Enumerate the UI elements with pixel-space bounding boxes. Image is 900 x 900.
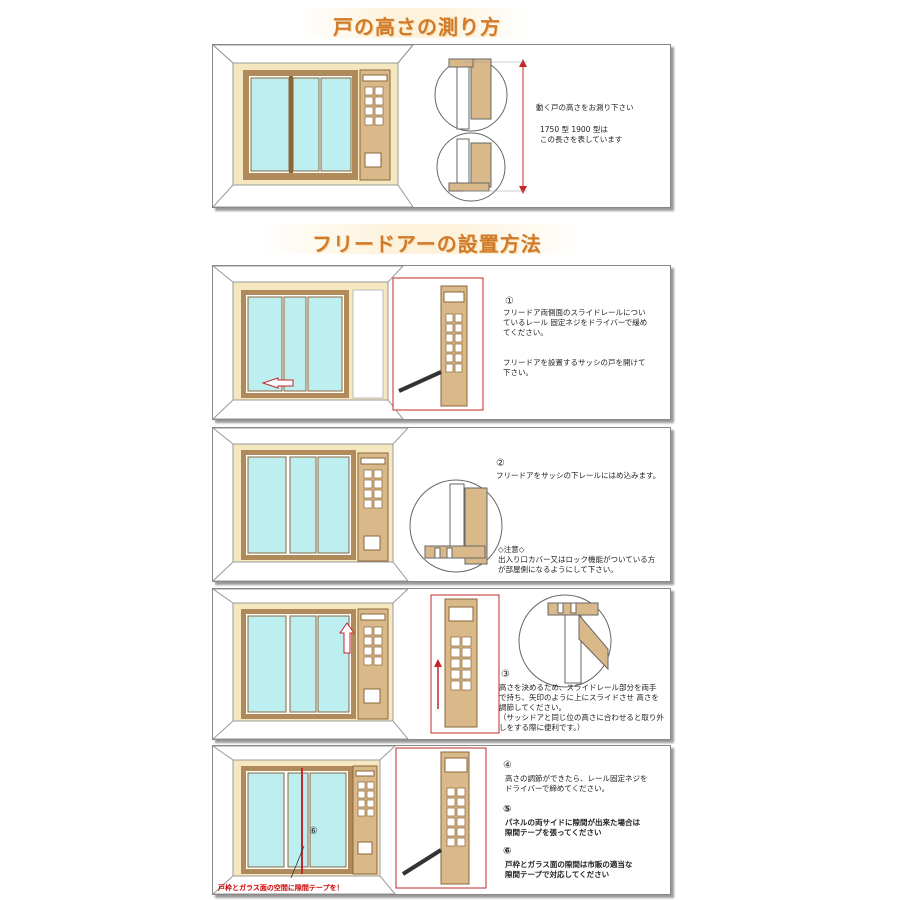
step6-number: ⑥ [503, 846, 512, 857]
step4-marker: ⑥ [309, 826, 318, 837]
title-install-bg [262, 224, 582, 254]
title-measure: 戸の高さの測り方 [333, 15, 501, 39]
measure-line2: 1750 型 1900 型は この長さを表しています [540, 125, 623, 144]
step1-panel: ① フリードア両側面のスライドレールについ ているレール 固定ネジをドライバーで… [212, 265, 671, 420]
step3-text1: 高さを決めるため、スライドレール部分を両手 で持ち、矢印のように上にスライドさせ… [499, 683, 659, 712]
step4-panel: ⑥ 戸枠とガラス面の空間に隙間テープを！ ④ 高さの調節ができたら、レール固定ネ… [212, 745, 671, 895]
step4-red-note: 戸枠とガラス面の空間に隙間テープを！ [218, 884, 344, 892]
step5-number: ⑤ [503, 804, 512, 815]
step2-text1: フリードアをサッシの下レールにはめ込みます。 [496, 471, 661, 480]
step3-illustration [213, 589, 612, 739]
step6-text: 戸枠とガラス面の隙間は市販の適当な 隙間テープで対応してください [505, 860, 633, 879]
title-install: フリードアーの設置方法 [312, 232, 542, 256]
step1-illustration [213, 266, 484, 419]
step5-text: パネルの両サイドに隙間が出来た場合は 隙間テープを張ってください [505, 818, 640, 837]
step4-text1: 高さの調節ができたら、レール固定ネジを ドライバーで締めてください。 [505, 774, 648, 793]
step2-number: ② [496, 458, 505, 469]
measure-line1: 動く戸の高さをお測り下さい [536, 103, 634, 112]
step4-illustration [213, 746, 487, 894]
step4-number: ④ [503, 760, 512, 771]
measure-illustration [213, 45, 527, 207]
step1-text2: フリードアを設置するサッシの戸を開けて 下さい。 [503, 358, 646, 377]
step3-number: ③ [501, 669, 510, 680]
title-measure-bg [300, 8, 530, 38]
measure-panel: 動く戸の高さをお測り下さい 1750 型 1900 型は この長さを表しています [212, 44, 671, 208]
step2-panel: ② フリードアをサッシの下レールにはめ込みます。 ◇注意◇ 出入り口カバー又はロ… [212, 427, 671, 582]
step2-illustration [213, 428, 503, 581]
step1-number: ① [505, 296, 514, 307]
step3-text2: （サッシドアと同じ位の高さに合わせると取り外 しをする際に便利です。） [499, 713, 664, 732]
step3-panel: ③ 高さを決めるため、スライドレール部分を両手 で持ち、矢印のように上にスライド… [212, 588, 671, 740]
step2-text2: ◇注意◇ 出入り口カバー又はロック機能がついている方 が部屋側になるようにして下… [498, 545, 656, 574]
step1-text1: フリードア両側面のスライドレールについ ているレール 固定ネジをドライバーで緩め… [503, 308, 648, 337]
